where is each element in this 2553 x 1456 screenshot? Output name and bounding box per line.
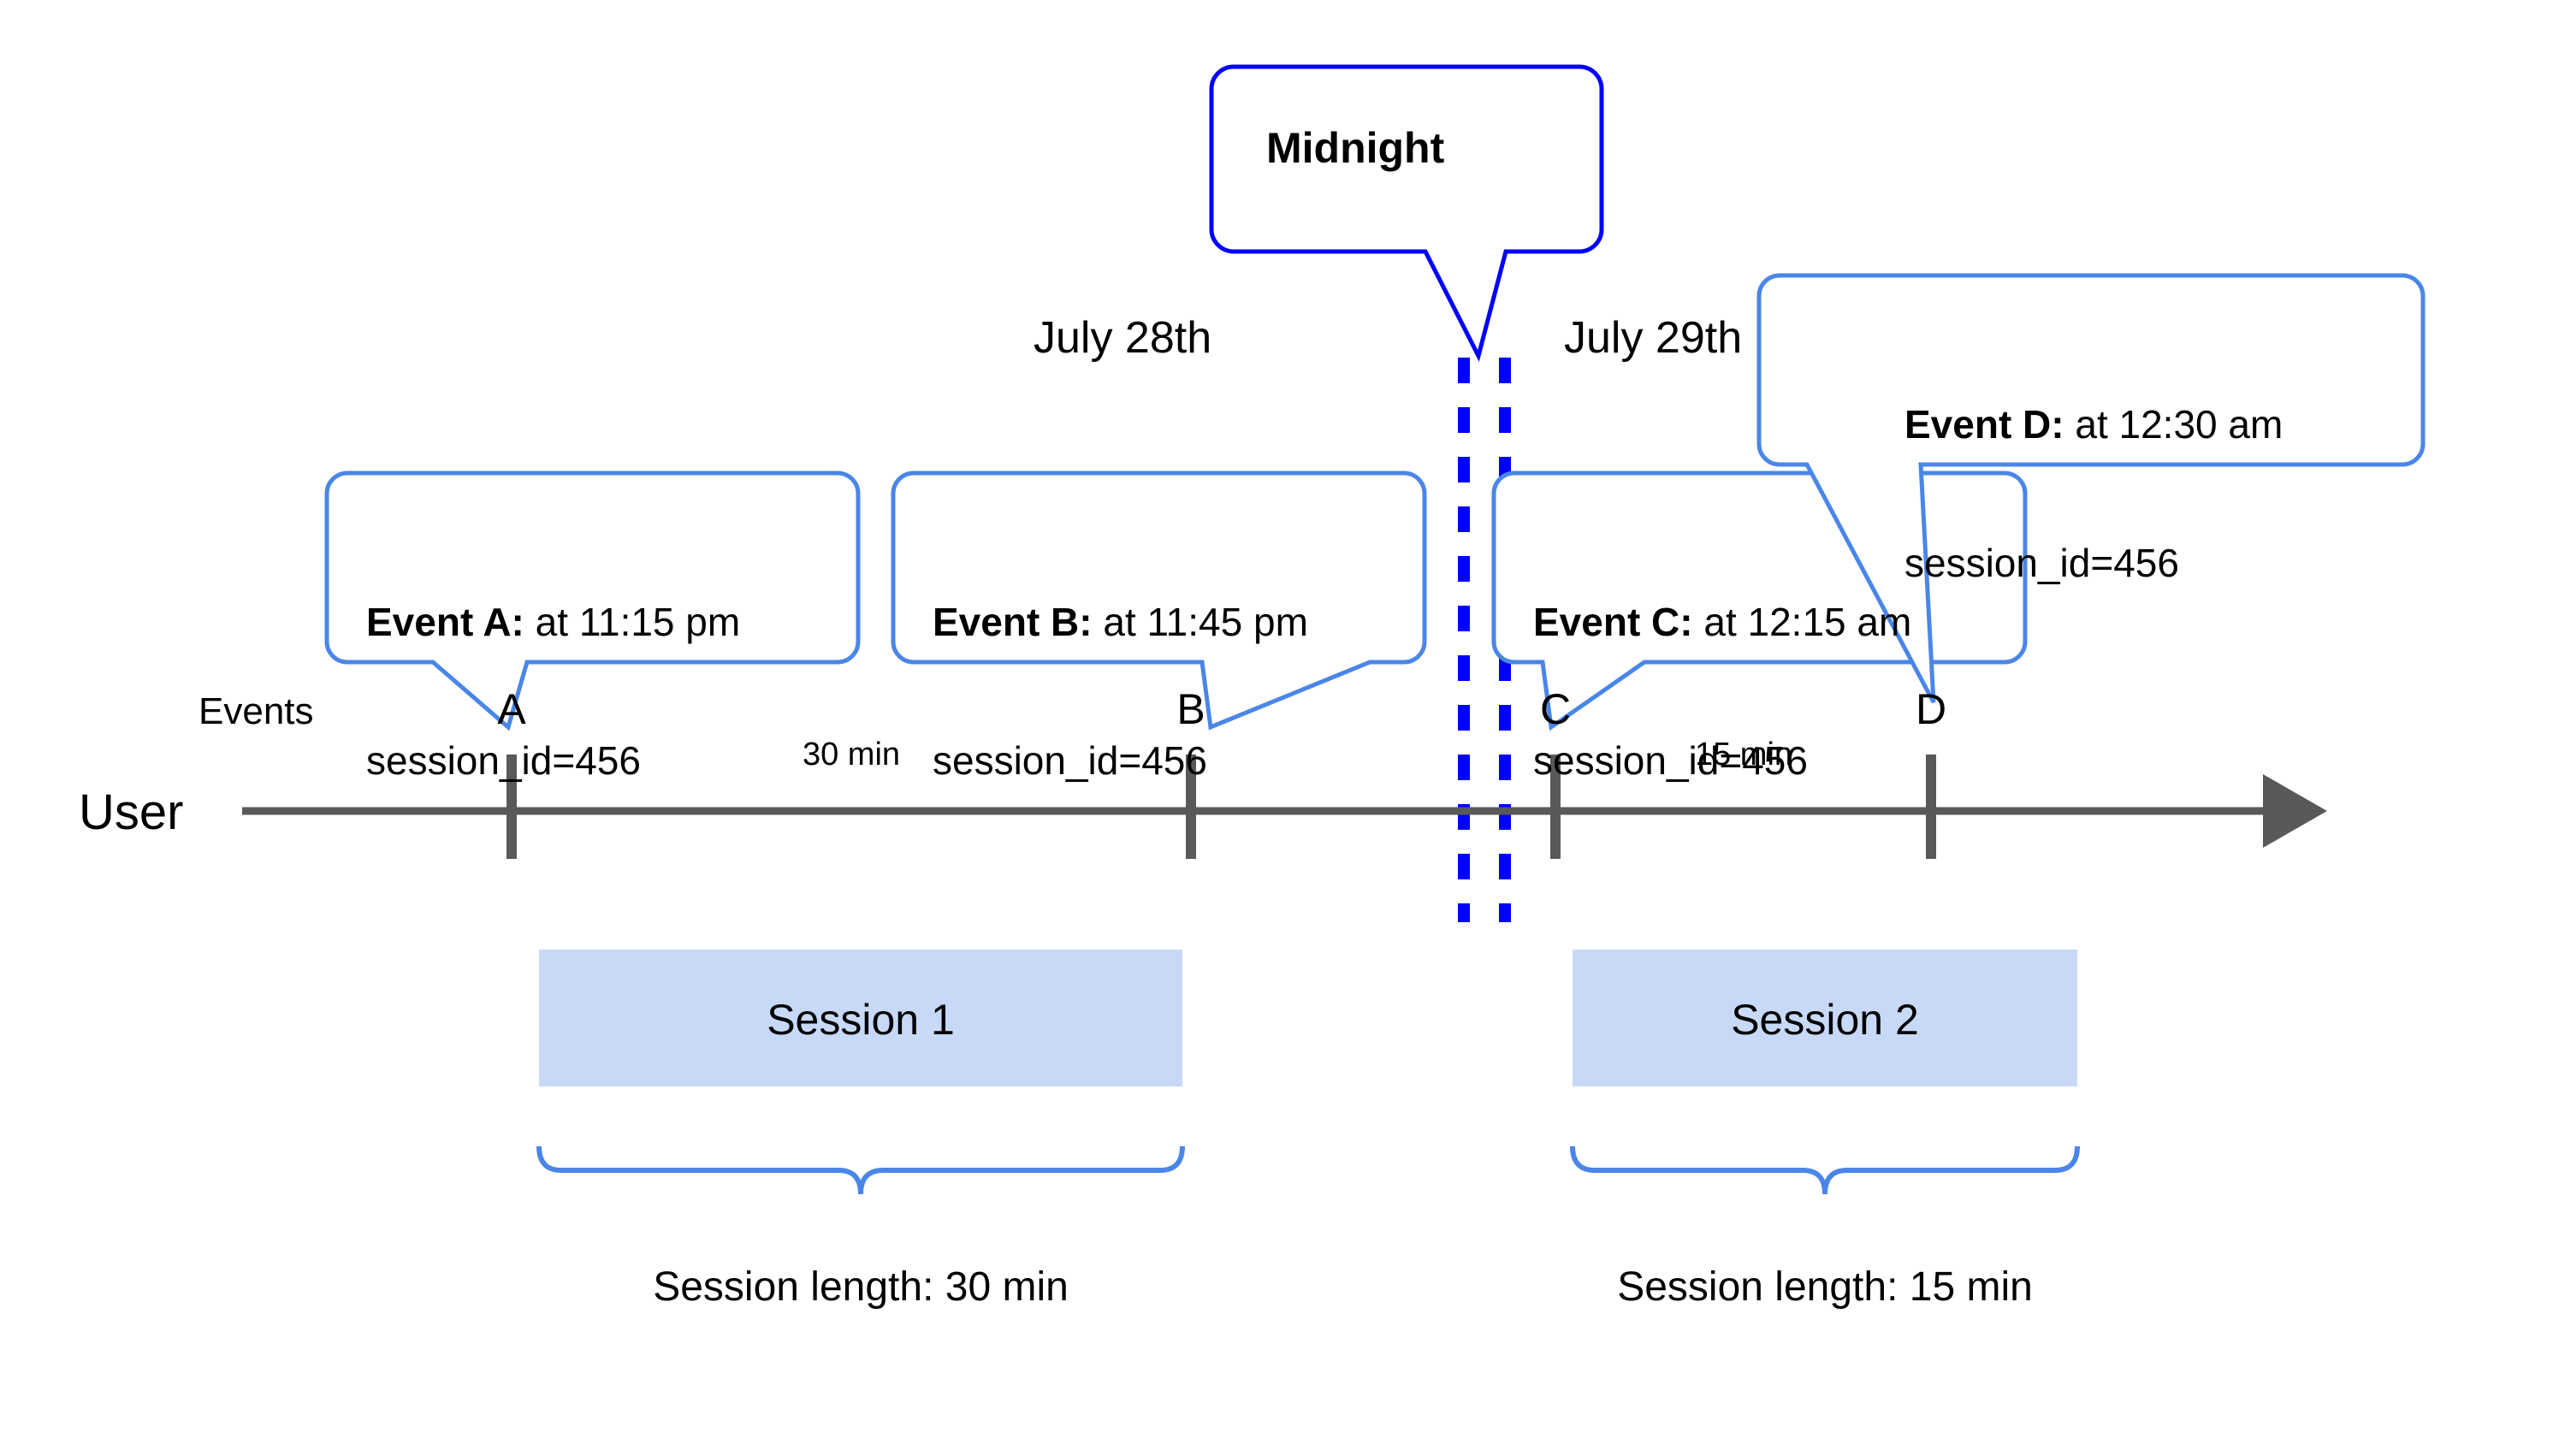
event-b-bold-label: Event B:	[933, 599, 1093, 644]
event-a-callout-text: Event A: at 11:15 pm session_id=456	[366, 506, 740, 877]
event-c-time: at 12:15 am	[1692, 599, 1912, 644]
event-c-line-1: Event C: at 12:15 am	[1533, 599, 1911, 645]
event-a-time: at 11:15 pm	[524, 599, 741, 644]
event-a-line-2: session_id=456	[366, 738, 641, 784]
event-b-line-2: session_id=456	[933, 738, 1207, 784]
session-2-brace	[1570, 1145, 2080, 1195]
midnight-label: Midnight	[1266, 124, 1445, 172]
event-a-callout-shape	[324, 471, 861, 731]
date-label-july-29: July 29th	[1564, 313, 1743, 363]
session-bars	[539, 950, 2077, 1086]
event-b-bubble-outline	[891, 471, 1427, 731]
session-1-brace	[536, 1145, 1185, 1195]
date-label-july-28: July 28th	[1034, 313, 1212, 363]
session-2-length-label: Session length: 15 min	[1617, 1264, 2033, 1310]
event-b-time: at 11:45 pm	[1092, 599, 1308, 644]
midnight-callout-shape	[1209, 64, 1604, 362]
event-d-line-1: Event D: at 12:30 am	[1904, 401, 2283, 447]
marker-label-b: B	[1176, 685, 1205, 733]
session-2-bar	[1573, 950, 2077, 1086]
session-1-label: Session 1	[767, 996, 955, 1044]
event-d-callout-text: Event D: at 12:30 am session_id=456	[1904, 308, 2283, 679]
event-a-bubble-outline	[324, 471, 861, 731]
event-a-line-1: Event A: at 11:15 pm	[366, 599, 740, 645]
event-c-line-2: session_id=456	[1533, 738, 1808, 784]
event-d-line-2: session_id=456	[1904, 541, 2179, 586]
event-tick-marks	[506, 755, 1936, 859]
midnight-bubble-outline	[1209, 64, 1604, 362]
row-label-user: User	[79, 784, 184, 840]
marker-label-a: A	[497, 685, 526, 733]
interval-label-30-min: 30 min	[802, 737, 901, 772]
event-a-bold-label: Event A:	[366, 599, 524, 644]
event-d-bubble-outline	[1756, 273, 2426, 704]
event-d-time: at 12:30 am	[2064, 401, 2283, 447]
session-2-label: Session 2	[1731, 996, 1919, 1044]
session-1-bar	[539, 950, 1182, 1086]
event-b-callout-text: Event B: at 11:45 pm session_id=456	[933, 506, 1308, 877]
event-b-line-1: Event B: at 11:45 pm	[933, 599, 1308, 645]
timeline-axis	[242, 774, 2327, 848]
event-d-bold-label: Event D:	[1904, 401, 2064, 447]
event-b-callout-shape	[891, 471, 1427, 731]
row-label-events: Events	[198, 690, 314, 732]
session-braces	[536, 1145, 2080, 1195]
midnight-dashed-lines	[1458, 358, 1511, 922]
timeline-arrow-head	[2263, 774, 2327, 848]
session-1-length-label: Session length: 30 min	[653, 1264, 1069, 1310]
event-d-callout-shape	[1756, 273, 2426, 704]
marker-label-c: C	[1539, 685, 1572, 733]
event-c-bold-label: Event C:	[1533, 599, 1693, 644]
marker-label-d: D	[1915, 685, 1947, 733]
interval-label-15-min: 15 min	[1694, 737, 1793, 772]
event-c-callout-text: Event C: at 12:15 am session_id=456	[1533, 506, 1911, 877]
